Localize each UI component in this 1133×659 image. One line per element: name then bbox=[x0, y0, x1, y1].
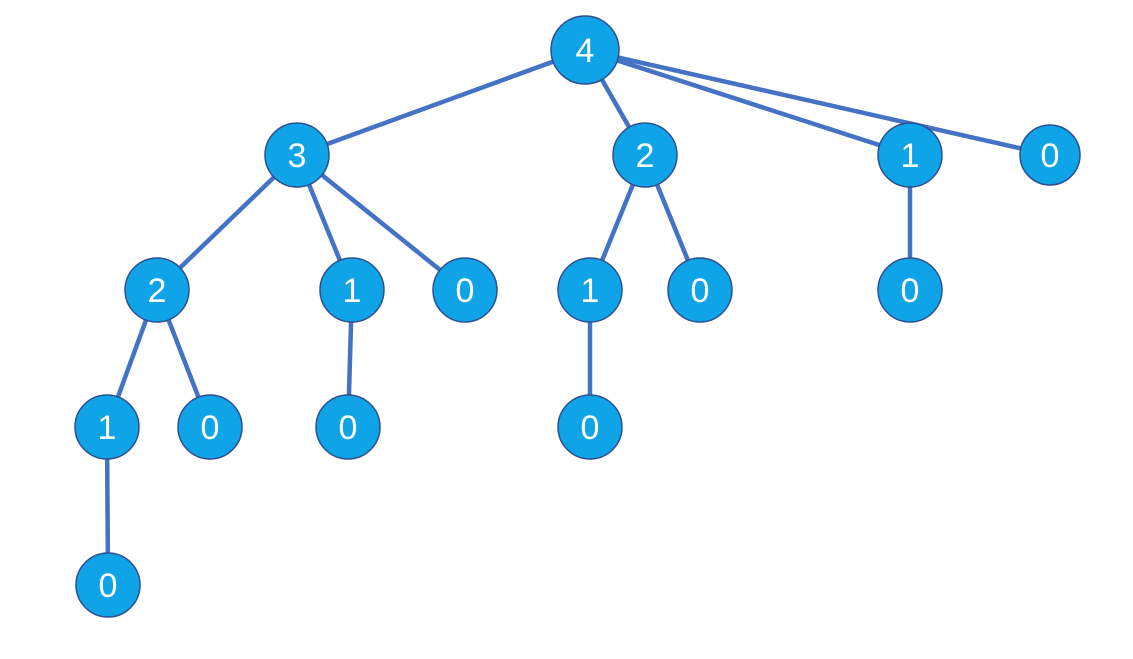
tree-node-circle[interactable] bbox=[877, 122, 943, 188]
tree-node[interactable]: 2 bbox=[612, 122, 678, 188]
tree-node-circle[interactable] bbox=[177, 394, 243, 460]
tree-node-circle[interactable] bbox=[557, 394, 623, 460]
tree-edge bbox=[584, 47, 1051, 158]
tree-node-circle[interactable] bbox=[264, 122, 330, 188]
tree-node-circle[interactable] bbox=[319, 257, 385, 323]
tree-node[interactable]: 3 bbox=[264, 122, 330, 188]
tree-node-circle[interactable] bbox=[75, 552, 141, 618]
tree-edge bbox=[296, 47, 586, 158]
tree-node[interactable]: 0 bbox=[557, 394, 623, 460]
tree-node-circle[interactable] bbox=[124, 257, 190, 323]
tree-node-circle[interactable] bbox=[432, 257, 498, 323]
tree-node-circle[interactable] bbox=[612, 122, 678, 188]
tree-node[interactable]: 1 bbox=[74, 394, 140, 460]
tree-node[interactable]: 0 bbox=[177, 394, 243, 460]
tree-node[interactable]: 1 bbox=[319, 257, 385, 323]
tree-node-circle[interactable] bbox=[667, 257, 733, 323]
tree-node-circle[interactable] bbox=[315, 394, 381, 460]
tree-node[interactable]: 1 bbox=[877, 122, 943, 188]
tree-edge bbox=[295, 153, 467, 292]
tree-node[interactable]: 0 bbox=[877, 257, 943, 323]
tree-node-circle[interactable] bbox=[1019, 124, 1081, 186]
tree-node-circle[interactable] bbox=[550, 15, 620, 85]
tree-node[interactable]: 0 bbox=[315, 394, 381, 460]
tree-node[interactable]: 1 bbox=[557, 257, 623, 323]
tree-node-circle[interactable] bbox=[877, 257, 943, 323]
tree-node[interactable]: 2 bbox=[124, 257, 190, 323]
tree-edge bbox=[584, 47, 911, 158]
tree-node[interactable]: 0 bbox=[1019, 124, 1081, 186]
tree-node[interactable]: 0 bbox=[75, 552, 141, 618]
tree-node[interactable]: 4 bbox=[550, 15, 620, 85]
tree-node[interactable]: 0 bbox=[432, 257, 498, 323]
tree-node-circle[interactable] bbox=[74, 394, 140, 460]
tree-node-circle[interactable] bbox=[557, 257, 623, 323]
tree-node[interactable]: 0 bbox=[667, 257, 733, 323]
